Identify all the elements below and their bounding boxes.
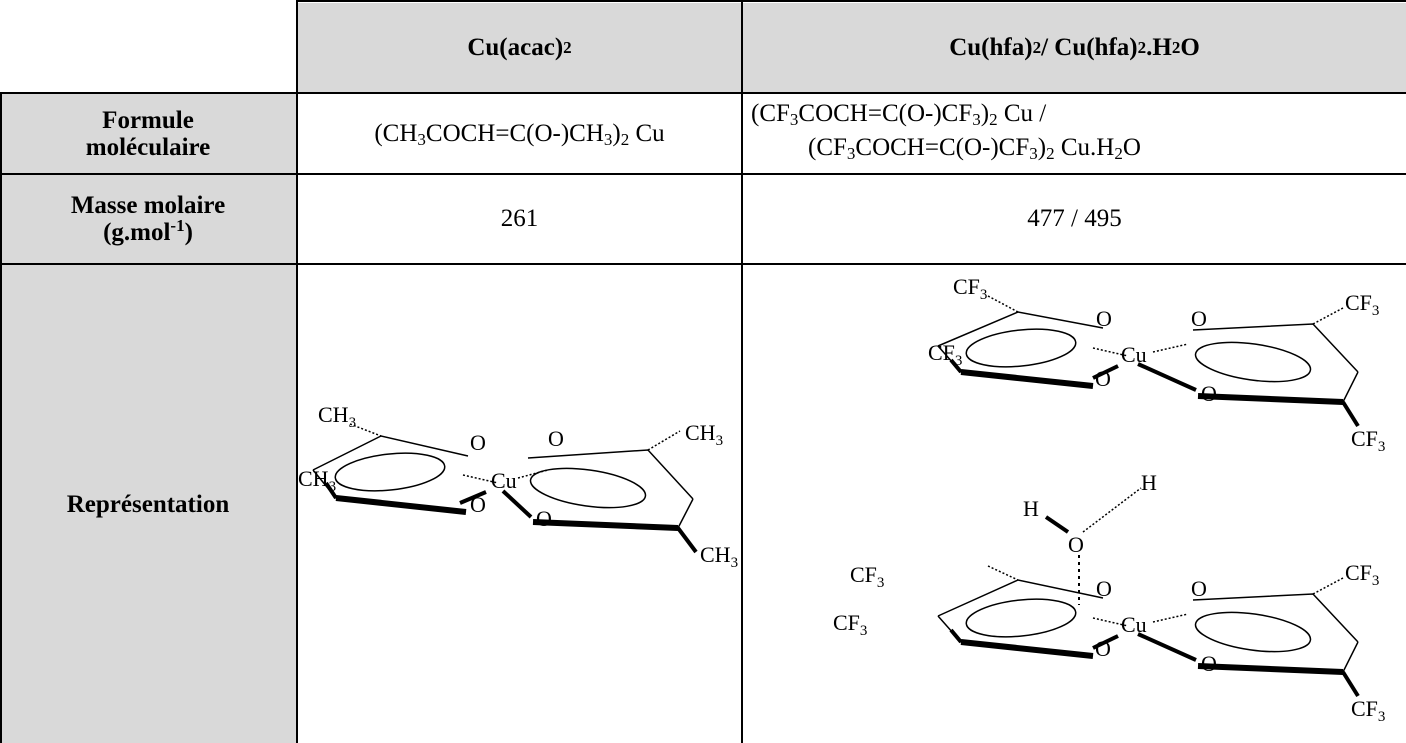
row-label-formule: Formule moléculaire [0,94,296,173]
header-cu-hfa-end: O [1180,33,1200,61]
atom-label: O [1068,532,1084,557]
formule-acac-text: (CH3COCH=C(O-)CH3)2 Cu [374,119,665,149]
superscript: -1 [170,216,185,235]
atom-label: CH3 [685,420,723,449]
atom-label: CH3 [298,466,336,495]
atom-label: CH3 [318,402,356,431]
grid-line [0,92,2,743]
grid-line [296,0,1406,2]
grid-line [741,0,743,743]
unit-text: (g.mol [103,219,171,246]
grid-line [0,173,1406,175]
atom-label: H [1141,470,1157,495]
atom-label: O [536,506,552,531]
header-cu-hfa-text: Cu(hfa) [949,33,1033,61]
atom-label: CH3 [700,542,738,571]
atom-label: Cu [1121,342,1147,367]
atom-label: Cu [491,468,517,493]
atom-label: CF3 [850,562,884,591]
masse-acac: 261 [298,175,741,263]
atom-label: O [1201,651,1217,676]
atom-label: O [1095,636,1111,661]
atom-label: O [470,430,486,455]
atom-label: O [1201,381,1217,406]
atom-label: O [1191,576,1207,601]
header-cu-hfa-tail: .H [1146,33,1172,61]
grid-line [0,92,1406,94]
header-cu-acac-text: Cu(acac) [467,33,564,61]
atom-label: O [470,492,486,517]
row-label-formule-line1: Formule [102,106,194,134]
atom-label: H [1023,496,1039,521]
row-label-masse: Masse molaire (g.mol-1) [0,175,296,263]
atom-label: Cu [1121,612,1147,637]
atom-label: CF3 [833,610,867,639]
structure-cu-hfa-hydrate: H H O CF3 CF3 O O Cu O O CF3 CF3 [833,470,1385,725]
formule-acac: (CH3COCH=C(O-)CH3)2 Cu [298,94,741,173]
formule-hfa: (CF3COCH=C(O-)CF3)2 Cu / (CF3COCH=C(O-)C… [743,94,1406,173]
structure-cu-acac: CH3 CH3 O O Cu O O CH3 CH3 [298,402,738,571]
atom-label: CF3 [928,340,962,369]
unit-close: ) [184,219,193,246]
masse-hfa-text: 477 / 495 [1027,205,1122,232]
grid-line [0,263,1406,265]
atom-label: O [1095,366,1111,391]
row-label-masse-unit: (g.mol-1) [103,216,193,246]
masse-acac-text: 261 [500,205,539,232]
atom-label: CF3 [953,274,987,303]
masse-hfa: 477 / 495 [743,175,1406,263]
atom-label: O [1096,306,1112,331]
structure-cu-hfa: CF3 CF3 O O Cu O O CF3 CF3 [928,274,1385,455]
atom-label: CF3 [1345,290,1379,319]
row-label-formule-line2: moléculaire [85,133,211,161]
formule-hfa-line2: (CF3COCH=C(O-)CF3)2 Cu.H2O [808,134,1141,163]
row-label-representation: Représentation [0,265,296,743]
formule-hfa-line1: (CF3COCH=C(O-)CF3)2 Cu / [751,100,1047,129]
atom-label: O [1096,576,1112,601]
row-label-representation-text: Représentation [66,490,230,518]
atom-label: O [548,426,564,451]
header-cu-hfa-sep: / Cu(hfa) [1041,33,1138,61]
atom-label: CF3 [1345,560,1379,589]
atom-label: O [1191,306,1207,331]
atom-label: CF3 [1351,426,1385,455]
grid-line [296,0,298,743]
atom-label: CF3 [1351,696,1385,725]
row-label-masse-line1: Masse molaire [70,192,226,219]
header-cu-acac: Cu(acac)2 [298,3,741,92]
